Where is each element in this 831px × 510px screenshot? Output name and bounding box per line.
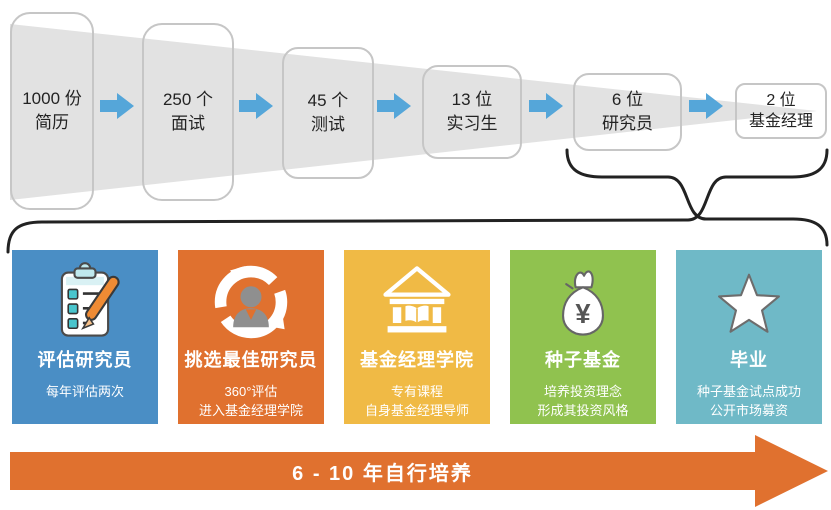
svg-text:¥: ¥ [575,298,591,329]
stage-count: 13 位 [451,90,493,109]
card-title: 挑选最佳研究员 [184,350,318,370]
bracket-curve-left-arm [565,148,829,247]
timeline-arrow [10,435,828,507]
stage-count: 6 位 [611,90,644,109]
card-subtitle: 专有课程 自身基金经理导师 [364,384,469,418]
money-bag-yen-icon: ¥ [510,258,656,346]
card-title: 种子基金 [545,350,621,370]
card-graduation: 毕业 种子基金试点成功 公开市场募资 [676,250,822,424]
card-title: 评估研究员 [37,350,133,370]
timeline-arrow-label: 6 - 10 年自行培养 [292,462,473,485]
arrow-right-icon [689,93,723,119]
stage-count: 45 个 [307,91,349,110]
stage-box-tests: 45 个 测试 [282,47,374,179]
stage-box-interns: 13 位 实习生 [422,65,522,159]
card-fund-manager-academy: 基金经理学院 专有课程 自身基金经理导师 [344,250,490,424]
clipboard-checklist-icon [12,258,158,346]
card-title: 毕业 [730,350,768,370]
academy-building-icon [344,258,490,346]
arrow-right-icon [529,93,563,119]
person-360-review-icon [178,258,324,346]
stage-count: 1000 份 [22,89,82,108]
stage-label: 实习生 [446,114,498,133]
star-icon [676,258,822,346]
card-subtitle: 每年评估两次 [45,384,124,399]
card-seed-fund: ¥ 种子基金 培养投资理念 形成其投资风格 [510,250,656,424]
card-subtitle: 培养投资理念 形成其投资风格 [537,384,629,418]
card-evaluate-researchers: 评估研究员 每年评估两次 [12,250,158,424]
arrow-right-icon [377,93,411,119]
stage-label: 简历 [35,113,69,132]
stage-count: 2 位 [766,92,796,109]
stage-label: 基金经理 [748,113,813,130]
card-subtitle: 360°评估 进入基金经理学院 [198,384,303,418]
arrow-right-icon [100,93,134,119]
card-subtitle: 种子基金试点成功 公开市场募资 [696,384,801,418]
card-select-best-researchers: 挑选最佳研究员 360°评估 进入基金经理学院 [178,250,324,424]
stage-label: 面试 [171,114,205,133]
stage-label: 研究员 [602,114,653,133]
arrow-right-icon [239,93,273,119]
stage-count: 250 个 [162,90,214,109]
stage-label: 测试 [311,115,345,134]
card-title: 基金经理学院 [360,350,474,370]
stage-box-fund-managers: 2 位 基金经理 [735,83,827,139]
stage-box-resumes: 1000 份 简历 [10,12,94,210]
stage-box-researchers: 6 位 研究员 [573,73,682,151]
stage-box-interviews: 250 个 面试 [142,23,234,201]
